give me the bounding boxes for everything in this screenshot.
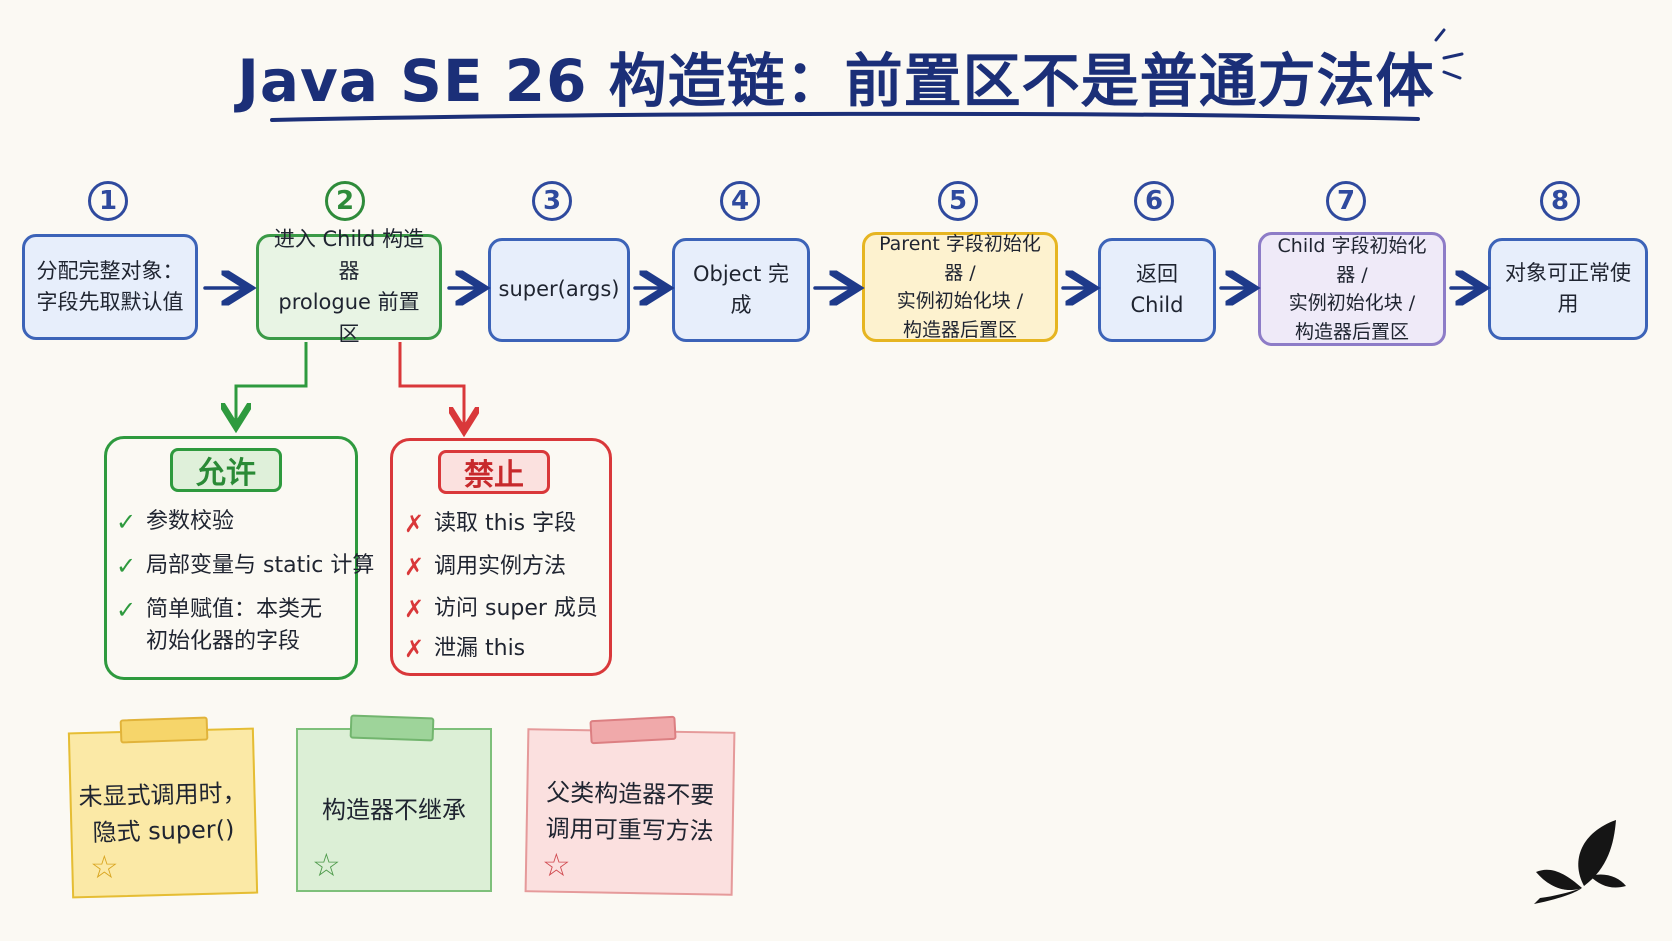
step-7-label: Child 字段初始化器 / 实例初始化块 / 构造器后置区 xyxy=(1277,235,1427,343)
step-2-node: 进入 Child 构造器 prologue 前置区 xyxy=(256,227,442,346)
step-6-label: 返回 Child xyxy=(1130,261,1184,318)
step-1-label: 分配完整对象： 字段先取默认值 xyxy=(36,258,184,315)
forbidden-badge: 禁止 xyxy=(438,450,550,494)
allowed-item-1: ✓参数校验 xyxy=(116,508,235,536)
forbidden-item-2: ✗调用实例方法 xyxy=(404,553,567,581)
allowed-item-3: ✓简单赋值：本类无 初始化器的字段 xyxy=(116,596,323,654)
note-1-text: 未显式调用时， 隐式 super() xyxy=(78,778,247,847)
step-2-label: 进入 Child 构造器 prologue 前置区 xyxy=(273,227,425,346)
star-icon: ☆ xyxy=(312,846,341,884)
step-6-number: 6 xyxy=(1134,181,1174,221)
note-3-text: 父类构造器不要 调用可重写方法 xyxy=(545,778,715,846)
tape-yellow xyxy=(119,716,209,744)
step-4-label: Object 完成 xyxy=(692,261,790,318)
forbidden-item-3: ✗访问 super 成员 xyxy=(404,595,598,623)
check-icon: ✓ xyxy=(116,596,137,624)
step-3-label: super(args) xyxy=(498,277,620,302)
step-2-number: 2 xyxy=(325,181,365,221)
step-5-node: Parent 字段初始化器 / 实例初始化块 / 构造器后置区 xyxy=(862,232,1058,342)
step-7-node: Child 字段初始化器 / 实例初始化块 / 构造器后置区 xyxy=(1258,232,1446,346)
step-6-node: 返回 Child xyxy=(1098,238,1216,342)
step-8-number: 8 xyxy=(1540,181,1580,221)
page-title: Java SE 26 构造链：前置区不是普通方法体 xyxy=(237,47,1435,115)
star-icon: ☆ xyxy=(90,848,119,886)
forbidden-item-4: ✗泄漏 this xyxy=(404,635,526,663)
step-4-node: Object 完成 xyxy=(672,238,810,342)
step-5-number: 5 xyxy=(938,181,978,221)
cross-icon: ✗ xyxy=(404,553,425,581)
check-icon: ✓ xyxy=(116,552,137,580)
forbidden-item-1: ✗读取 this 字段 xyxy=(404,510,577,538)
step-5-label: Parent 字段初始化器 / 实例初始化块 / 构造器后置区 xyxy=(879,233,1041,341)
step-7-number: 7 xyxy=(1326,181,1366,221)
cross-icon: ✗ xyxy=(404,595,425,623)
butterfly-logo-icon xyxy=(1534,820,1626,904)
step-4-number: 4 xyxy=(720,181,760,221)
cross-icon: ✗ xyxy=(404,635,425,663)
star-icon: ☆ xyxy=(542,846,571,884)
arrow-to-forbidden xyxy=(398,342,464,428)
step-8-label: 对象可正常使用 xyxy=(1505,260,1631,317)
allowed-badge: 允许 xyxy=(170,448,282,492)
allowed-item-2: ✓局部变量与 static 计算 xyxy=(116,552,375,580)
cross-icon: ✗ xyxy=(404,510,425,538)
tape-green xyxy=(349,714,435,742)
arrow-to-allowed xyxy=(236,342,308,424)
sticky-note-green: 构造器不继承 xyxy=(296,728,492,892)
tape-red xyxy=(589,715,677,745)
note-2-text: 构造器不继承 xyxy=(322,796,466,824)
step-3-number: 3 xyxy=(532,181,572,221)
step-1-number: 1 xyxy=(88,181,128,221)
step-1-node: 分配完整对象： 字段先取默认值 xyxy=(22,234,198,340)
allowed-box xyxy=(104,436,358,680)
check-icon: ✓ xyxy=(116,508,137,536)
